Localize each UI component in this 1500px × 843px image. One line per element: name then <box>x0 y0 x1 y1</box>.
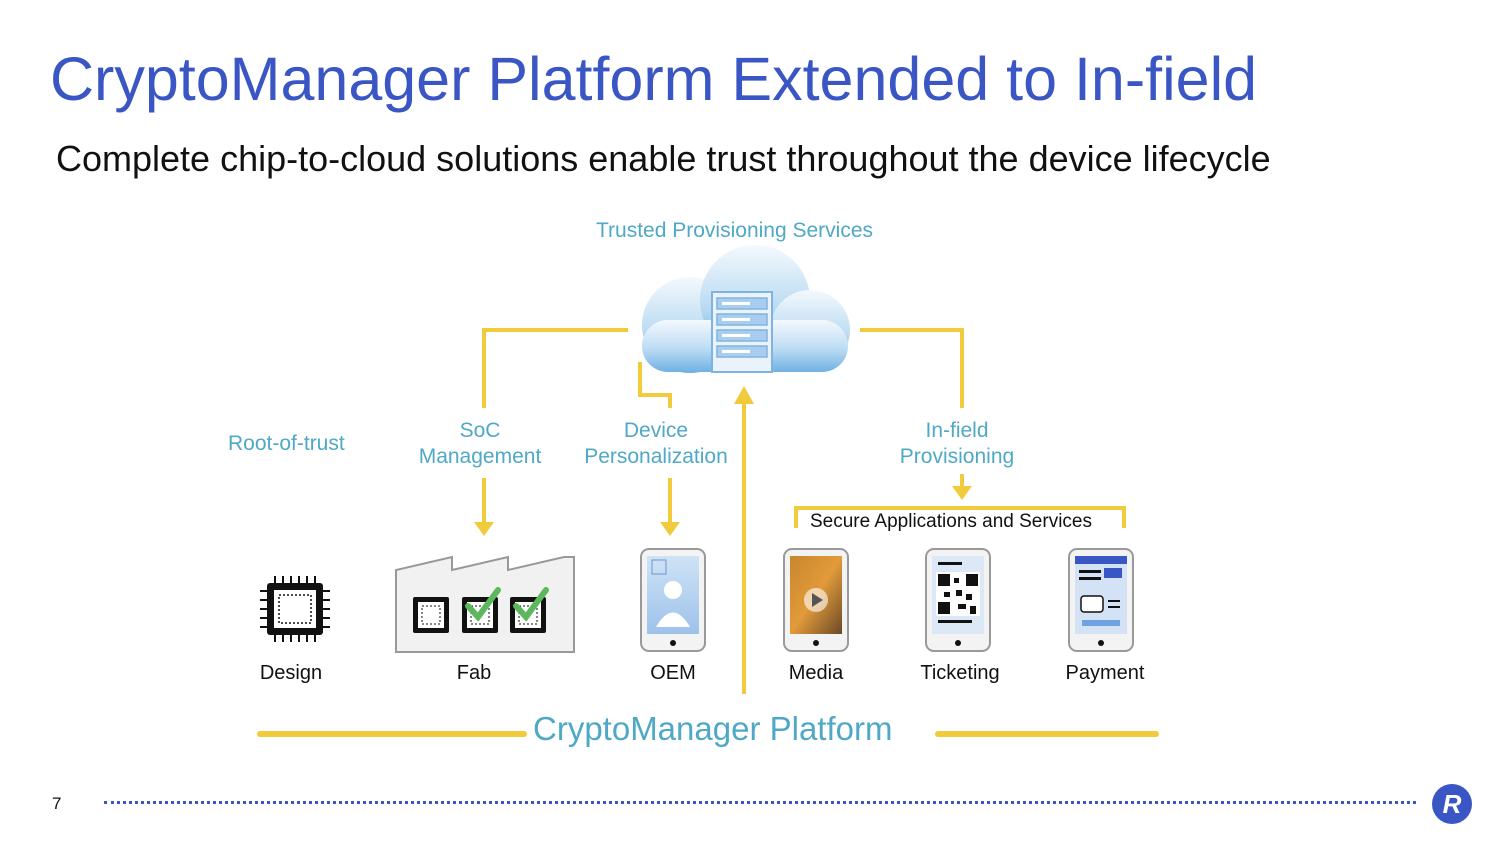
factory-icon <box>395 555 575 653</box>
payment-phone-icon <box>1068 548 1134 652</box>
logo-icon: R <box>1432 784 1472 824</box>
soc-management-label: SoC Management <box>418 419 542 468</box>
chip-icon <box>260 576 330 642</box>
root-of-trust-label: Root-of-trust <box>228 432 345 455</box>
slide-subtitle: Complete chip-to-cloud solutions enable … <box>56 138 1271 179</box>
cloud-server-icon <box>642 245 850 373</box>
payment-caption: Payment <box>1065 662 1145 684</box>
check-icon <box>465 587 549 622</box>
footer-divider <box>104 801 1416 804</box>
platform-label: CryptoManager Platform <box>533 710 893 747</box>
secure-applications-label: Secure Applications and Services <box>810 511 1092 532</box>
connector-lines <box>257 328 1159 737</box>
infield-provisioning-label: In-field Provisioning <box>899 419 1015 468</box>
design-caption: Design <box>259 662 323 684</box>
media-caption: Media <box>788 662 844 684</box>
arrow-heads <box>474 386 972 536</box>
slide-title: CryptoManager Platform Extended to In-fi… <box>50 45 1258 113</box>
phone-icon <box>640 548 706 652</box>
oem-caption: OEM <box>650 662 696 684</box>
device-personalization-label: Device Personalization <box>584 419 728 468</box>
media-phone-icon <box>783 548 849 652</box>
ticketing-caption: Ticketing <box>920 662 1000 684</box>
qr-code-icon <box>925 548 991 652</box>
fab-caption: Fab <box>456 662 492 684</box>
fab-chip-1 <box>413 597 449 633</box>
page-number: 7 <box>52 794 62 813</box>
cloud-label: Trusted Provisioning Services <box>596 219 873 242</box>
